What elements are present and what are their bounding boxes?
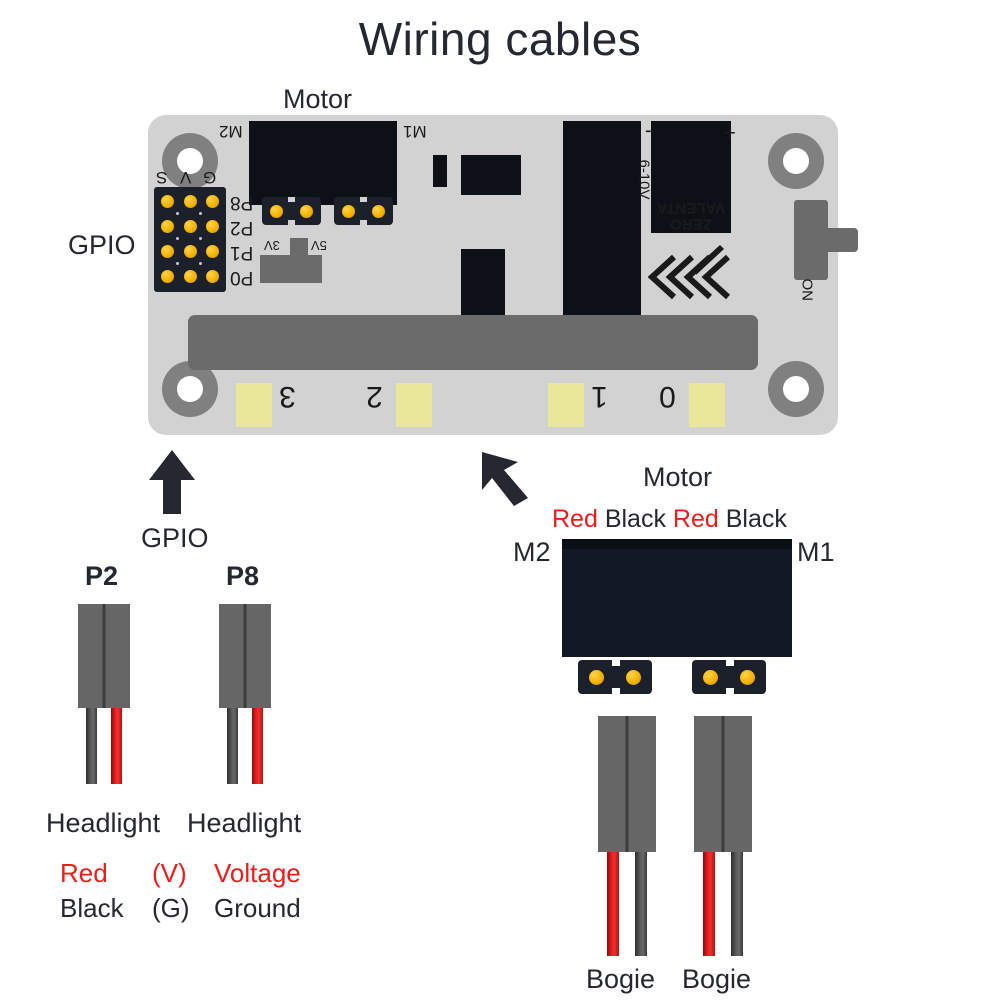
wire-black-bogie-left: [635, 852, 647, 956]
mounting-hole-top-right: [768, 133, 824, 189]
motor-terminal-label-m1: M1: [797, 537, 835, 567]
gpio-col-label-g: S: [156, 168, 168, 187]
bogie-cable-right[interactable]: [694, 716, 752, 956]
device-label-headlight-p8: Headlight: [187, 808, 302, 838]
component-small-1: [433, 155, 447, 187]
power-switch-on-label: ON: [798, 278, 816, 302]
motor-terminal-label-m2: M2: [513, 537, 551, 567]
motor-driver-chip: [249, 121, 397, 205]
arrow-up-left-icon: [482, 452, 528, 506]
bogie-cable-left[interactable]: [598, 716, 656, 956]
gpio-row-label-p8: P8: [230, 192, 254, 213]
gpio-row-label-p0: P0: [230, 267, 254, 288]
output-pad-label-0: 0: [659, 380, 676, 413]
mounting-hole-bottom-left: [162, 361, 218, 417]
brand-line-1: VALENTA: [656, 199, 726, 217]
gpio-row-label-p2: P2: [230, 217, 254, 238]
power-regulator-block: [563, 121, 641, 321]
mounting-hole-top-left: [162, 133, 218, 189]
voltage-selector-5v-label: 5V: [311, 238, 327, 253]
wire-red-p8: [252, 708, 263, 784]
legend-code-g: (G): [152, 893, 190, 923]
wire-black-bogie-right: [731, 852, 743, 956]
output-pad-label-3: 3: [279, 380, 296, 413]
brand-name: ZERO VALENTA: [648, 199, 734, 233]
device-label-bogie-right: Bogie: [682, 964, 752, 994]
legend-row-voltage: Red (V) Voltage: [60, 858, 301, 889]
legend-code-v: (V): [152, 858, 187, 888]
device-label-headlight-p2: Headlight: [46, 808, 161, 838]
headlight-cable-p8[interactable]: [219, 604, 271, 784]
gpio-col-label-s: G: [203, 168, 217, 187]
motor-module-body: [562, 539, 792, 657]
output-pad-label-1: 1: [591, 380, 608, 413]
power-terminal-block: [651, 121, 731, 233]
gpio-row-label-p1: P1: [230, 242, 254, 263]
output-pad-0[interactable]: [689, 383, 725, 427]
gpio-col-label-v: V: [180, 168, 192, 187]
legend-color-red: Red: [60, 858, 108, 888]
power-switch-lever[interactable]: [824, 228, 858, 252]
motor-wire-label-2: Black: [604, 505, 666, 533]
wire-black-p2: [86, 708, 97, 784]
motor-connector-m2[interactable]: [578, 660, 652, 694]
motor-wire-label-3: Red: [672, 505, 719, 533]
output-pad-3[interactable]: [236, 383, 272, 427]
connector-label-p8: P8: [226, 561, 260, 591]
legend-meaning-ground: Ground: [214, 893, 301, 923]
motor-section-heading: Motor: [643, 462, 713, 492]
wire-red-bogie-left: [607, 852, 619, 956]
wire-red-p2: [111, 708, 122, 784]
page-title: Wiring cables: [358, 13, 642, 65]
connector-label-p2: P2: [85, 561, 119, 591]
motor-wire-label-1: Red: [552, 505, 598, 533]
legend-row-ground: Black (G) Ground: [60, 893, 301, 924]
board-motor-label: Motor: [283, 84, 353, 114]
arrow-up-icon: [149, 450, 195, 514]
output-pad-2[interactable]: [396, 383, 432, 427]
power-switch-body[interactable]: [794, 200, 828, 280]
output-pad-label-2: 2: [366, 380, 383, 413]
voltage-selector-lever[interactable]: [290, 238, 308, 260]
output-pad-1[interactable]: [548, 383, 584, 427]
headlight-cable-p2[interactable]: [78, 604, 130, 784]
board-m1-label: M1: [403, 122, 427, 141]
board-motor-connector-m2[interactable]: [262, 197, 321, 225]
brand-chevron-logo: [648, 245, 731, 300]
gpio-header[interactable]: [154, 187, 226, 292]
wire-black-p8: [227, 708, 238, 784]
mounting-hole-bottom-right: [768, 361, 824, 417]
board-m2-label: M2: [219, 122, 243, 141]
voltage-selector-3v-label: 3V: [264, 238, 280, 253]
wire-red-bogie-right: [703, 852, 715, 956]
power-minus-label: -: [645, 121, 652, 143]
legend-meaning-voltage: Voltage: [214, 858, 301, 888]
board-gpio-label: GPIO: [68, 230, 136, 260]
brand-line-2: ZERO: [670, 215, 712, 233]
board-motor-connector-m1[interactable]: [334, 197, 393, 225]
output-connector-strip: [188, 315, 758, 370]
controller-board: M2 M1 - + 6-10V ZERO VALENTA: [148, 115, 858, 435]
motor-wire-label-4: Black: [725, 505, 787, 533]
motor-wire-labels: Red Black Red Black: [552, 505, 787, 534]
legend-color-black: Black: [60, 893, 124, 923]
component-small-3: [461, 249, 505, 319]
device-label-bogie-left: Bogie: [586, 964, 656, 994]
power-plus-label: +: [724, 121, 736, 143]
gpio-arrow-label: GPIO: [141, 523, 209, 553]
component-small-2: [461, 155, 521, 195]
motor-connector-m1[interactable]: [692, 660, 766, 694]
